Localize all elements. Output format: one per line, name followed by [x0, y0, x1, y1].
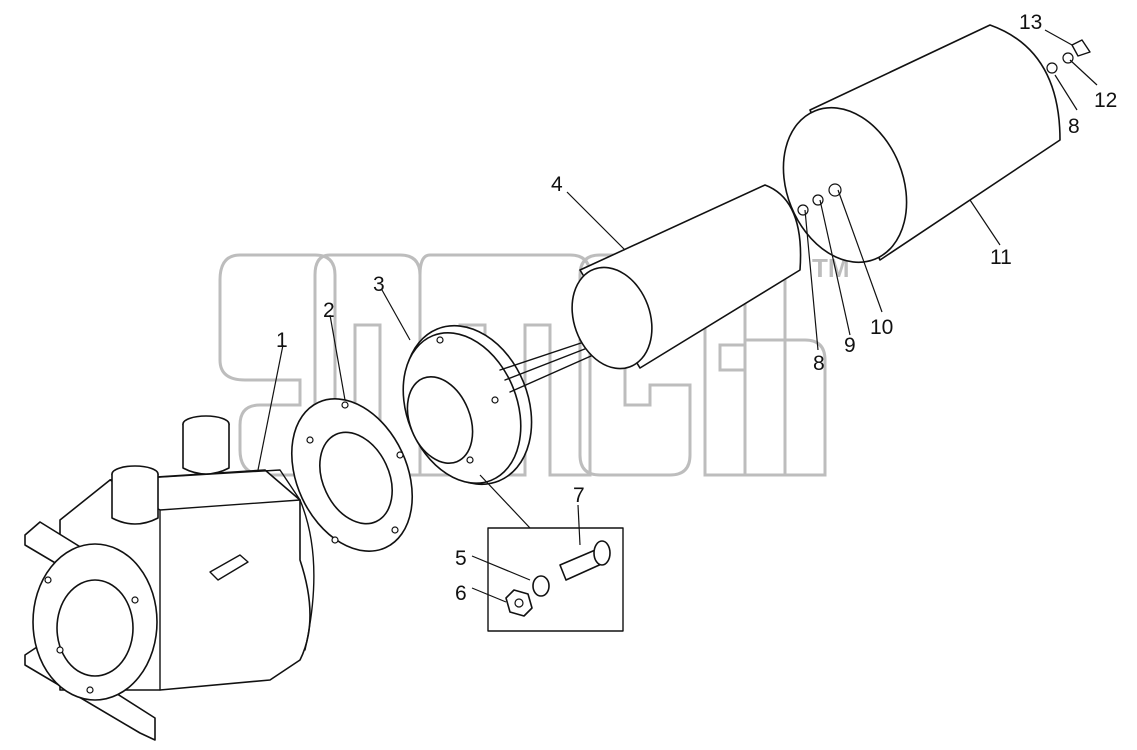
outer-filter-element — [782, 24, 1061, 264]
callout-1: 1 — [276, 329, 288, 352]
callout-11: 11 — [990, 246, 1012, 269]
callout-13: 13 — [1019, 11, 1042, 34]
callout-10: 10 — [870, 316, 893, 339]
watermark-letter-1 — [218, 253, 337, 477]
fastener-detail-box — [479, 474, 624, 632]
callout-8-upper: 8 — [1068, 115, 1080, 138]
wing-nut-assembly — [1046, 39, 1091, 74]
inner-filter-element — [571, 184, 802, 370]
callout-7: 7 — [573, 484, 585, 507]
filter-cover-flange — [402, 317, 621, 486]
gasket — [290, 398, 414, 552]
housing-body — [24, 415, 315, 741]
watermark-letter-2 — [313, 253, 422, 477]
callout-2: 2 — [323, 299, 335, 322]
callout-3: 3 — [373, 273, 385, 296]
callout-5: 5 — [455, 547, 467, 570]
leader-lines — [257, 29, 1098, 603]
callout-12: 12 — [1094, 89, 1117, 112]
callout-4: 4 — [551, 173, 563, 196]
watermark-letter-3 — [418, 253, 592, 477]
callout-9: 9 — [844, 334, 856, 357]
callout-labels: 1 2 3 4 5 6 7 8 8 9 10 11 12 13 — [276, 11, 1117, 605]
callout-6: 6 — [455, 582, 467, 605]
callout-8-lower: 8 — [813, 352, 825, 375]
